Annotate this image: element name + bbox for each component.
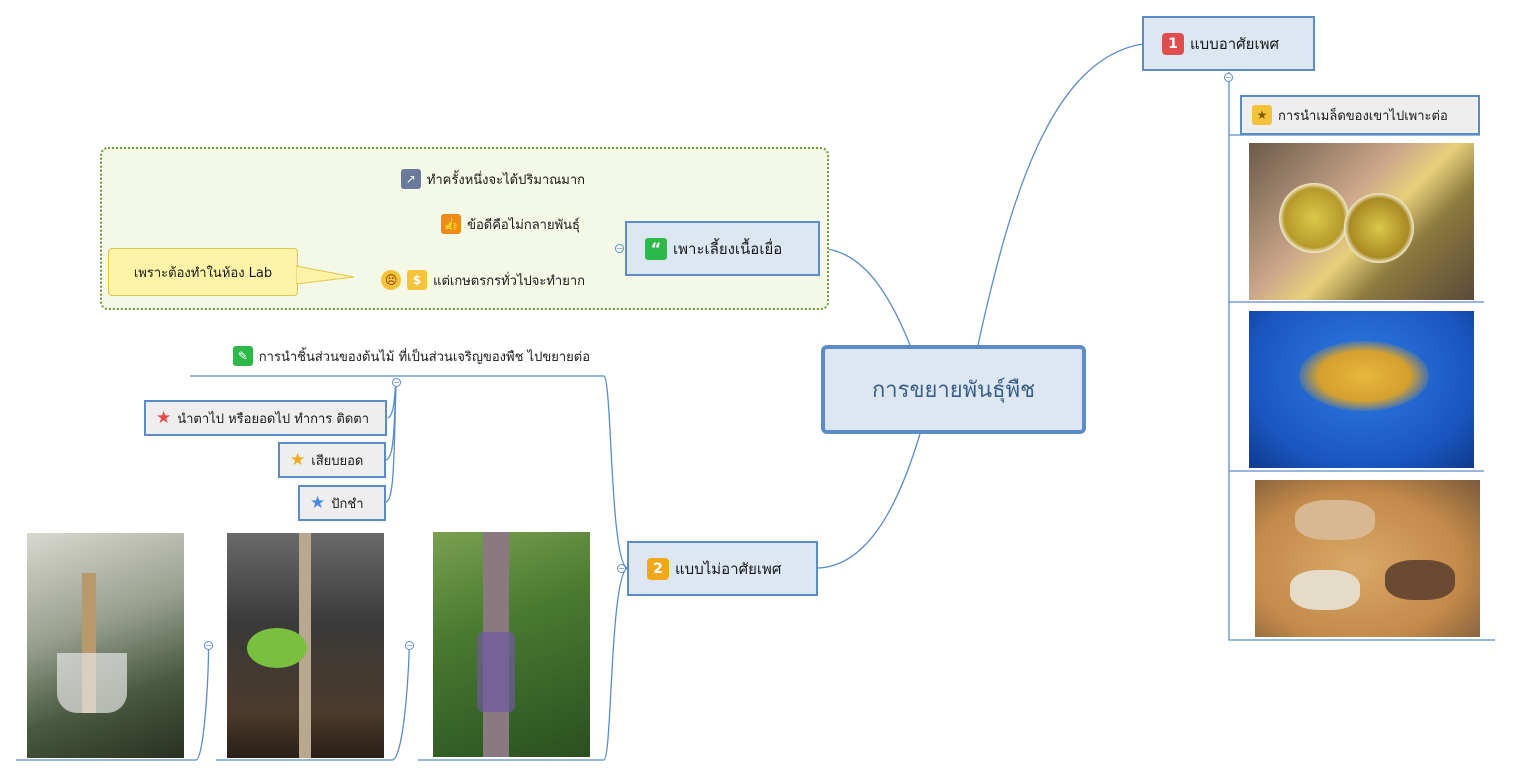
point-difficult-label: แต่เกษตรกรทั่วไปจะทำยาก [433,273,585,289]
topic-asexual[interactable]: 2 แบบไม่อาศัยเพศ [627,541,818,596]
topic-asexual-label: แบบไม่อาศัยเพศ [675,559,782,578]
method-budding-label: นำตาไป หรือยอดไป ทำการ ติดตา [177,411,370,427]
number-badge: 2 [647,557,669,580]
subtopic-plant-part-label: การนำชิ้นส่วนของต้นไม้ ที่เป็นส่วนเจริญข… [258,349,590,365]
callout-lab[interactable]: เพราะต้องทำในห้อง Lab [108,248,298,296]
topic-sexual[interactable]: 1 แบบอาศัยเพศ [1142,16,1315,71]
collapse-toggle[interactable]: − [405,641,414,650]
point-quantity[interactable]: ↗ ทำครั้งหนึ่งจะได้ปริมาณมาก [375,163,585,195]
callout-pointer [296,265,355,285]
point-quantity-label: ทำครั้งหนึ่งจะได้ปริมาณมาก [426,172,585,188]
angry-face-icon: ☹ [381,270,402,290]
subtopic-seed[interactable]: ★ การนำเมล็ดของเขาไปเพาะต่อ [1240,95,1480,135]
chart-icon: ↗ [400,169,421,189]
topic-tissue-culture-label: เพาะเลี้ยงเนื้อเยื่อ [673,239,783,258]
method-budding[interactable]: ★ นำตาไป หรือยอดไป ทำการ ติดตา [144,400,387,436]
thumbs-up-icon: 👍 [441,214,462,234]
topic-tissue-culture[interactable]: “ เพาะเลี้ยงเนื้อเยื่อ [625,221,820,276]
collapse-toggle[interactable]: − [615,244,624,253]
topic-sexual-label: แบบอาศัยเพศ [1190,34,1279,53]
photo-seeds-blue [1249,311,1474,468]
collapse-toggle[interactable]: − [392,378,401,387]
method-grafting-label: เสียบยอด [311,453,364,469]
number-badge: 1 [1162,32,1184,55]
orange-star-icon: ★ [290,450,306,470]
method-cutting[interactable]: ★ ปักชำ [298,485,386,521]
point-no-mutation-label: ข้อดีคือไม่กลายพันธุ์ [467,217,580,233]
subtopic-seed-label: การนำเมล็ดของเขาไปเพาะต่อ [1278,108,1448,124]
photo-cutting-cups [27,533,184,758]
quote-icon: “ [645,237,667,260]
central-topic[interactable]: การขยายพันธุ์พืช [821,345,1086,434]
pencil-icon: ✎ [232,346,253,366]
central-topic-label: การขยายพันธุ์พืช [871,378,1036,403]
subtopic-plant-part[interactable]: ✎ การนำชิ้นส่วนของต้นไม้ ที่เป็นส่วนเจริ… [190,340,590,372]
collapse-toggle[interactable]: − [617,564,626,573]
dollar-icon: $ [407,270,428,290]
callout-lab-text: เพราะต้องทำในห้อง Lab [133,265,273,281]
blue-star-icon: ★ [310,493,326,513]
red-star-icon: ★ [156,408,172,428]
photo-grafted-seedling [227,533,384,758]
photo-seeds-plate [1255,480,1480,637]
method-grafting[interactable]: ★ เสียบยอด [278,442,386,478]
collapse-toggle[interactable]: − [1224,73,1233,82]
photo-wrapped-graft [433,532,590,757]
point-difficult[interactable]: ☹ $ แต่เกษตรกรทั่วไปจะทำยาก [355,264,585,296]
point-no-mutation[interactable]: 👍 ข้อดีคือไม่กลายพันธุ์ [418,208,580,240]
method-cutting-label: ปักชำ [331,496,364,512]
collapse-toggle[interactable]: − [204,641,213,650]
photo-passionfruit [1249,143,1474,300]
medal-icon: ★ [1252,105,1272,125]
